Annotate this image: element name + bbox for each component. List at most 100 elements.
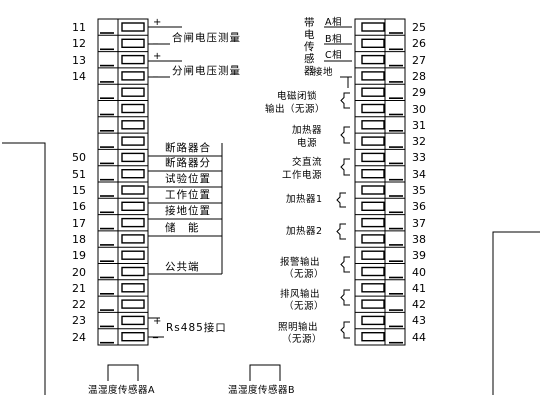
live-indicator-label: 带电传感器 [304,17,316,77]
fan-label-1: 排风输出 [280,289,321,300]
left-terminal-screw [121,201,145,212]
right-terminal-screw [361,201,385,212]
opening-plus-sign: + [153,51,162,62]
right-terminal-screw [361,152,385,163]
left-terminal-screw [121,22,145,32]
right-terminal-screw [361,136,385,146]
left-terminal-screw [121,217,145,228]
right-terminal-screw [361,283,385,293]
sensor-a-label: 温湿度传感器A [88,385,155,396]
right-terminal-screw [361,168,385,179]
right-terminal-screw [361,22,385,32]
right-terminal-number: 26 [412,37,426,51]
phase-c-label: C相 [325,50,343,61]
right-terminal-screw [361,120,385,130]
right-terminal-screw [361,234,385,244]
left-terminal-number: 24 [72,330,86,344]
left-terminal-number: 19 [72,249,86,263]
right-terminal-screw [361,217,385,228]
left-terminal-number: 17 [72,216,86,230]
left-terminal-screw [121,71,145,81]
em-lock-label-1: 电磁闭锁 [277,91,318,102]
em-lock-contact [340,92,350,109]
right-terminal-number: 25 [412,21,426,34]
right-terminal-screw [361,185,385,195]
light-contact [340,321,350,339]
left-terminal-number: 15 [72,184,86,197]
left-terminal-number: 51 [72,167,86,181]
light-label-2: （无源） [282,334,323,345]
left-terminal-number: 18 [72,232,86,246]
left-terminal-strip [97,18,149,346]
alarm-contact [340,256,350,273]
left-terminal-screw [121,87,145,97]
left-terminal-number: 12 [72,37,86,51]
right-terminal-screw [361,54,385,65]
heater1-contact [336,192,346,208]
alarm-label-2: （无源） [284,269,325,280]
opening-minus-sign: _ [153,67,158,78]
right-terminal-screw [361,250,385,260]
light-label-1: 照明输出 [278,322,319,333]
right-terminal-screw [361,103,385,114]
earth-label: 接地 [313,67,334,78]
connection-lines [2,26,540,395]
left-terminal-screw [121,266,145,277]
rs485-label: Rs485接口 [166,322,227,334]
breaker-closed-label: 断路器合 [165,142,211,154]
right-terminal-number: 42 [412,298,426,312]
right-terminal-number: 36 [412,200,426,214]
opening-voltage-label: 分闸电压测量 [172,65,241,77]
sensor-a-outline [107,364,139,381]
right-terminal-number: 32 [412,135,426,149]
right-terminal-number: 41 [412,281,426,295]
right-terminal-number: 28 [412,69,426,83]
phase-b-label: B相 [325,34,343,45]
em-lock-label-2: 输出（无源） [265,104,326,115]
closing-voltage-label: 合闸电压测量 [172,32,241,44]
right-terminal-number: 29 [412,86,426,100]
test-position-label: 试验位置 [165,173,211,185]
heater1-label: 加热器1 [286,194,323,205]
left-terminal-screw [121,234,145,244]
right-terminal-number: 37 [412,216,426,230]
left-terminal-screw [121,152,145,163]
right-terminal-number: 44 [412,330,426,344]
left-terminal-number: 14 [72,69,86,83]
left-terminal-screw [121,38,145,48]
rs485-minus-sign: _ [153,328,158,339]
heater-power-contact [340,126,350,144]
right-terminal-number: 38 [412,232,426,246]
fan-contact [340,289,350,306]
right-terminal-screw [361,71,385,81]
acdc-power-contact [340,158,350,176]
earthing-position-label: 接地位置 [165,205,211,217]
left-terminal-screw [121,120,145,130]
left-terminal-screw [121,315,145,326]
right-terminal-number: 31 [412,118,426,132]
closing-minus-sign: _ [153,34,158,45]
phase-a-label: A相 [325,17,342,28]
sensor-b-outline [249,364,281,381]
closing-plus-sign: + [153,17,162,28]
right-terminal-number: 30 [412,102,426,116]
right-terminal-screw [361,38,385,48]
left-terminal-number: 20 [72,265,86,279]
left-terminal-number: 50 [72,151,86,165]
right-terminal-number: 39 [412,249,426,263]
breaker-open-label: 断路器分 [165,157,211,169]
enclosure-left-line [2,142,46,395]
right-terminal-number: 35 [412,184,426,197]
sensor-b-label: 温湿度传感器B [228,385,296,396]
right-terminal-screw [361,332,385,342]
left-terminal-screw [121,54,145,65]
left-terminal-screw [121,299,145,309]
right-terminal-number: 40 [412,265,426,279]
working-position-label: 工作位置 [165,189,211,201]
left-terminal-screw [121,332,145,342]
right-terminal-screw [361,266,385,277]
heater-power-label-2: 电源 [297,138,318,149]
heater-power-label-1: 加热器 [292,125,323,136]
right-terminal-number: 33 [412,151,426,165]
